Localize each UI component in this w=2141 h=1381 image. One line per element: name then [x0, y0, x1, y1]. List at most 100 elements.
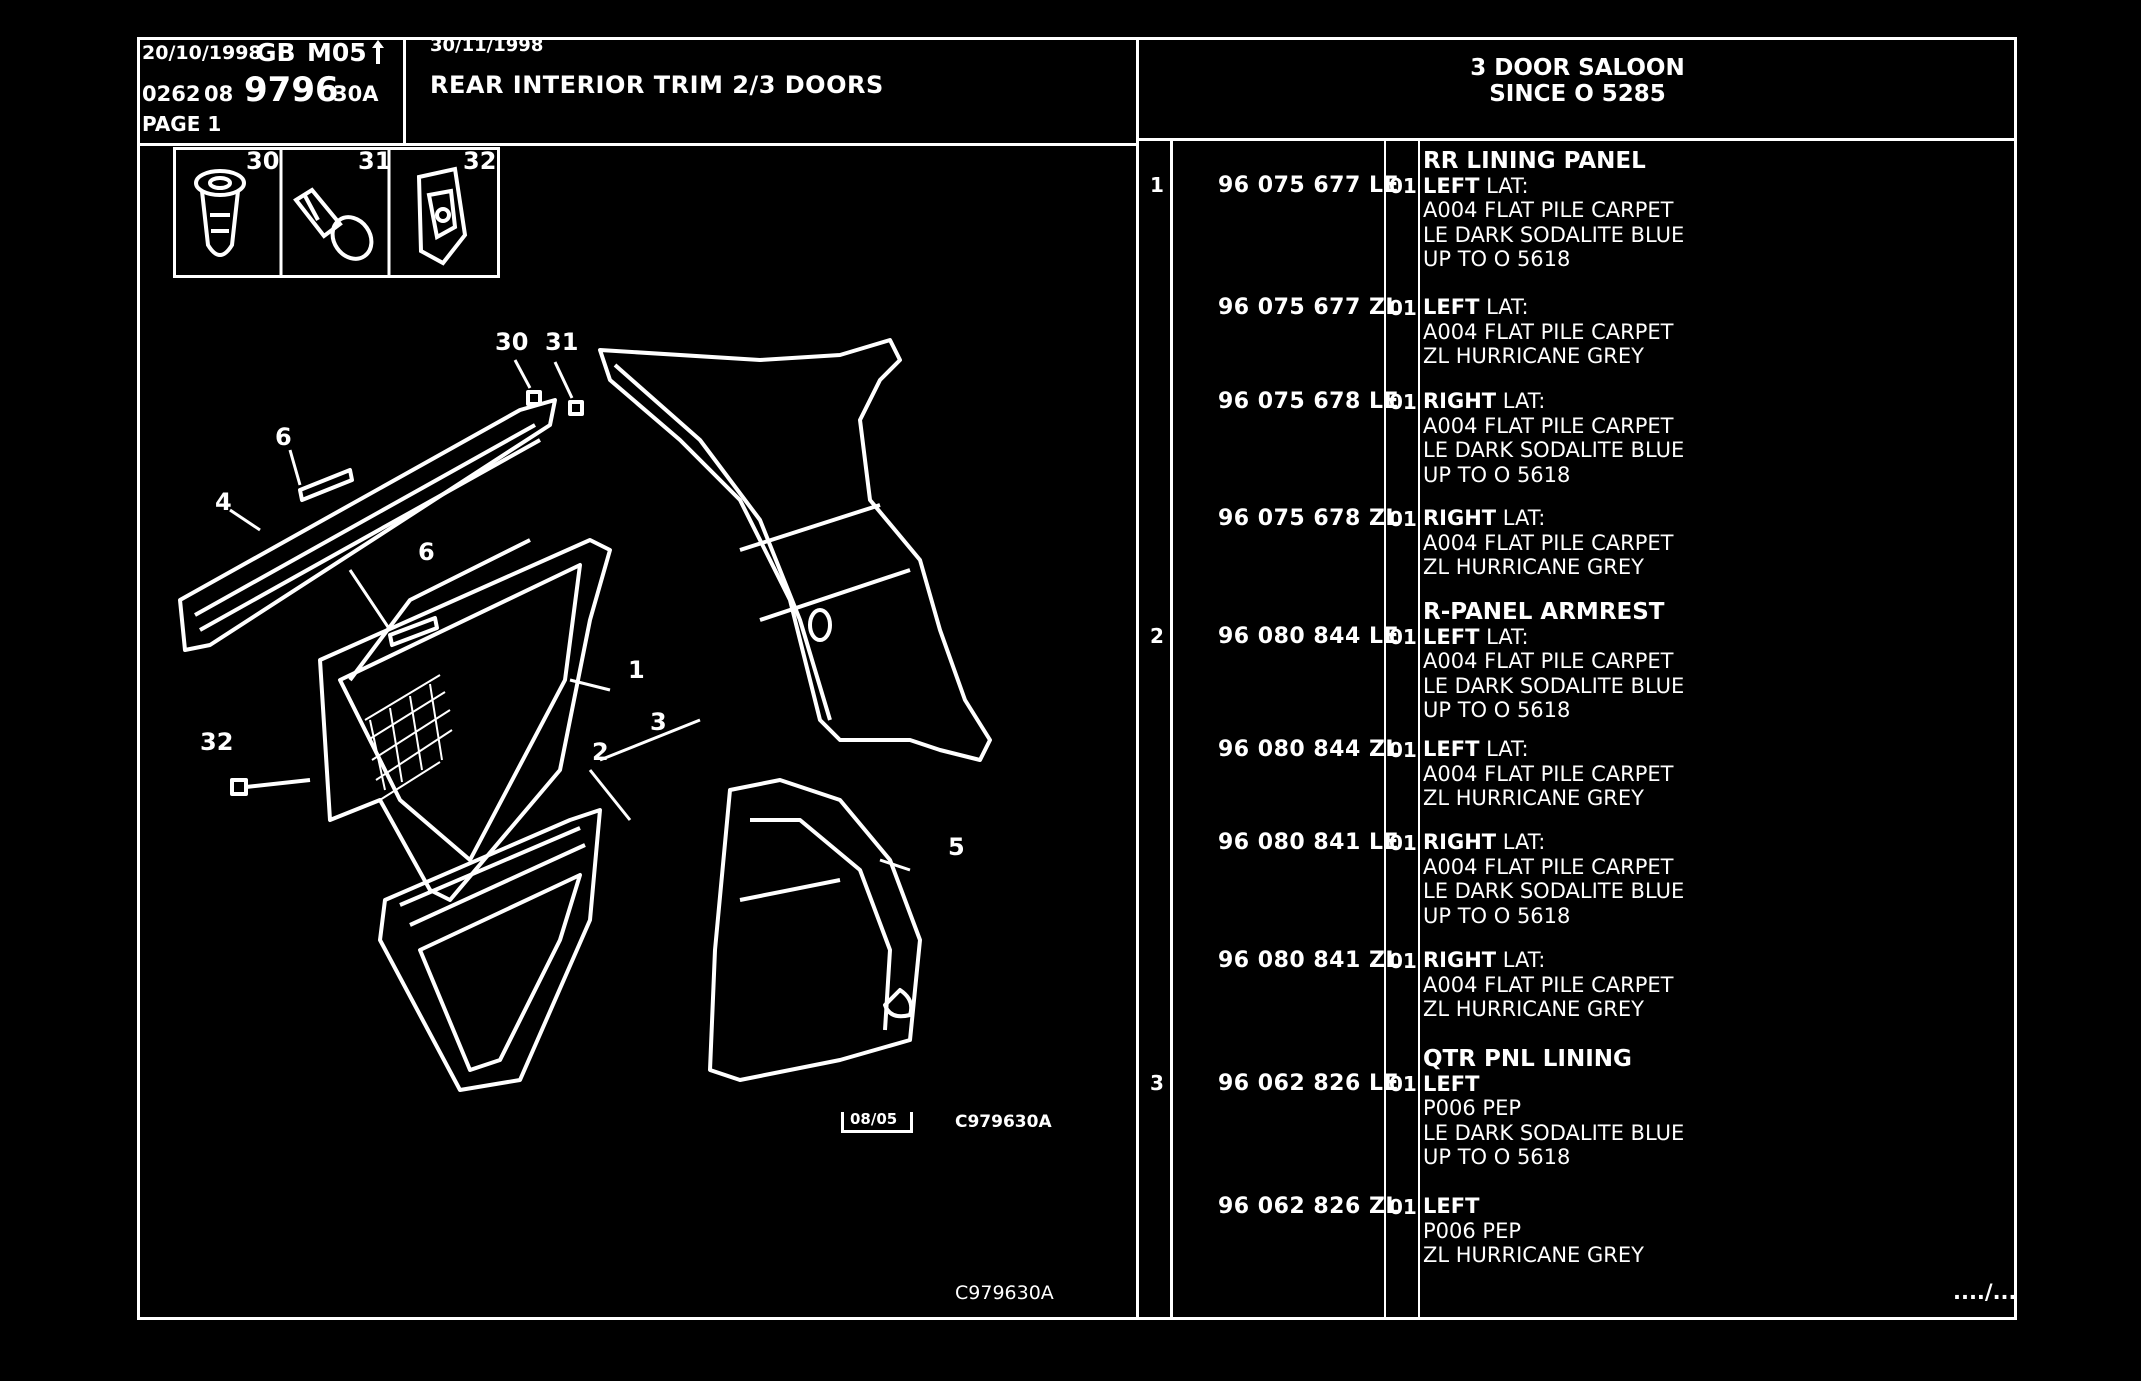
part-number[interactable]: 96 080 841 LE [1218, 830, 1399, 855]
part-side: LEFT [1423, 1071, 1480, 1096]
part-number[interactable]: 96 075 678 LE [1218, 389, 1399, 414]
part-2-armrest [378, 808, 602, 1092]
leader-lines [229, 359, 911, 872]
callout-32: 32 [200, 728, 233, 756]
part-detail-line: LE DARK SODALITE BLUE [1423, 879, 1685, 903]
part-quantity: 01 [1389, 831, 1417, 855]
part-quantity: 01 [1389, 1195, 1417, 1219]
continued-marker: ..../... [1953, 1280, 2017, 1304]
part-detail-line: A004 FLAT PILE CARPET [1423, 413, 1674, 438]
callout-2: 2 [592, 738, 609, 766]
part-side: LEFT [1423, 1194, 1480, 1218]
part-detail-line: A004 FLAT PILE CARPET [1423, 972, 1674, 997]
part-detail-line: UP TO O 5618 [1423, 698, 1571, 722]
part-side: LEFT LAT: [1423, 737, 1529, 761]
part-side: RIGHT LAT: [1423, 506, 1546, 530]
page-number: PAGE 1 [142, 112, 222, 136]
part-ref-number: 1 [1150, 173, 1164, 197]
plate-number: 9796 [244, 70, 339, 110]
diagram-ref-code: C979630A [955, 1112, 1052, 1132]
part-ref-number: 3 [1150, 1071, 1164, 1095]
part-detail-line: ZL HURRICANE GREY [1423, 997, 1644, 1021]
part-number[interactable]: 96 080 844 LE [1218, 624, 1399, 649]
callout-3: 3 [650, 708, 667, 736]
part-heading: R-PANEL ARMREST [1423, 599, 1665, 625]
part-side: RIGHT LAT: [1423, 948, 1546, 972]
part-ref-number: 2 [1150, 624, 1164, 648]
part-detail-line: LE DARK SODALITE BLUE [1423, 673, 1685, 698]
page-title: REAR INTERIOR TRIM 2/3 DOORS [430, 71, 884, 99]
part-1-lining-panel [318, 538, 612, 902]
part-number[interactable]: 96 075 678 ZL [1218, 506, 1400, 531]
part-number[interactable]: 96 075 677 ZL [1218, 295, 1400, 320]
part-30-clip [526, 390, 542, 406]
part-number[interactable]: 96 080 841 ZL [1218, 948, 1400, 973]
part-number[interactable]: 96 075 677 LE [1218, 173, 1399, 198]
exploded-diagram: 30 31 6 4 6 1 32 2 3 5 [140, 300, 1040, 1204]
part-detail-line: ZL HURRICANE GREY [1423, 344, 1644, 368]
callout-4: 4 [215, 488, 232, 516]
part-32-leader [245, 778, 311, 789]
header-model: M05 [307, 38, 367, 67]
header-market: GB [256, 38, 296, 67]
part-quantity: 01 [1389, 174, 1417, 198]
part-number[interactable]: 96 062 826 ZL [1218, 1194, 1400, 1219]
part-detail-line: UP TO O 5618 [1423, 462, 1571, 487]
part-number[interactable]: 96 080 844 ZL [1218, 737, 1400, 762]
plate-suffix: 30A [333, 82, 379, 106]
fixing-number-30: 30 [246, 147, 280, 175]
part-detail-line: UP TO O 5618 [1423, 903, 1571, 928]
part-quantity: 01 [1389, 296, 1417, 320]
fixing-number-31: 31 [358, 147, 392, 175]
part-number[interactable]: 96 062 826 LE [1218, 1071, 1399, 1096]
part-quantity: 01 [1389, 507, 1417, 531]
callout-6-lower: 6 [418, 538, 435, 566]
header-date2: 30/11/1998 [430, 35, 544, 56]
part-3-quarter-lining [598, 338, 992, 762]
carpet-texture [364, 674, 453, 801]
part-detail-line: A004 FLAT PILE CARPET [1423, 530, 1674, 555]
part-side: RIGHT LAT: [1423, 389, 1546, 413]
plug-clip-icon [190, 165, 250, 277]
header-code1: 0262 [142, 82, 201, 106]
part-detail-line: A004 FLAT PILE CARPET [1423, 761, 1674, 786]
part-side: RIGHT LAT: [1423, 830, 1546, 854]
push-pin-icon [290, 180, 380, 269]
header-code2: 08 [204, 82, 234, 106]
callout-30: 30 [495, 328, 528, 356]
part-32-clip [230, 778, 248, 796]
up-arrow-icon [371, 38, 385, 70]
stamp-text: 08/05 [850, 1110, 898, 1128]
part-detail-line: A004 FLAT PILE CARPET [1423, 319, 1674, 344]
page-frame [137, 37, 2017, 1320]
part-6-strip-upper [298, 468, 354, 502]
header-divider-left [137, 143, 1138, 146]
footer-ref-code: C979630A [955, 1282, 1054, 1304]
fixings-panel [173, 147, 500, 278]
part-6-strip-lower [388, 616, 439, 647]
retainer-clip-icon [405, 165, 475, 274]
part-31-clip [568, 400, 584, 416]
part-detail-line: A004 FLAT PILE CARPET [1423, 198, 1674, 222]
part-heading: QTR PNL LINING [1423, 1046, 1632, 1072]
qty-column-divider [1418, 139, 1420, 1320]
part-quantity: 01 [1389, 949, 1417, 973]
part-detail-line: ZL HURRICANE GREY [1423, 555, 1644, 579]
part-side: LEFT LAT: [1423, 295, 1529, 319]
variant-line1: 3 DOOR SALOON [1470, 55, 1685, 81]
part-detail-line: P006 PEP [1423, 1096, 1522, 1120]
part-quantity: 01 [1389, 738, 1417, 762]
header-divider-right [1138, 138, 2017, 141]
header-date: 20/10/1998 [142, 42, 262, 64]
part-detail-line: A004 FLAT PILE CARPET [1423, 854, 1674, 879]
part-side: LEFT LAT: [1423, 624, 1529, 649]
part-detail-line: ZL HURRICANE GREY [1423, 1243, 1644, 1267]
